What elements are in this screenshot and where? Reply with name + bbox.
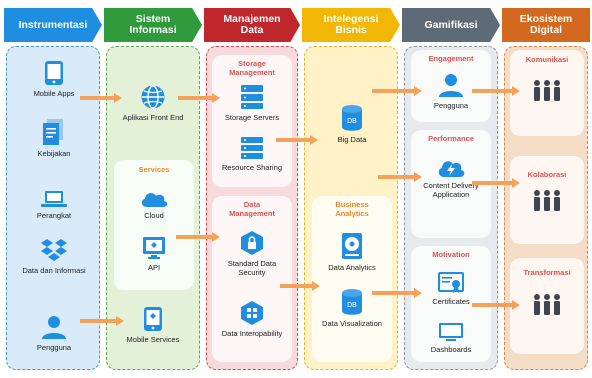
resource-sharing-item: Resource Sharing: [212, 136, 292, 172]
kolaborasi-people: [510, 188, 584, 217]
resource-sharing-icon: [241, 137, 263, 159]
flow-arrow: [178, 93, 220, 103]
server-icon: [241, 85, 263, 109]
flow-arrow: [372, 86, 422, 96]
dropbox-icon: [41, 239, 67, 261]
dashboard-monitor-icon: [439, 323, 463, 341]
services-panel: Services: [114, 160, 194, 290]
mobile-phone-icon: [45, 61, 63, 85]
storage-servers-item: Storage Servers: [212, 84, 292, 122]
performance-title: Performance: [428, 134, 474, 143]
flow-arrow: [80, 93, 122, 103]
header-manajemen-data: Manajemen Data: [204, 8, 300, 42]
data-dan-informasi-label: Data dan Informasi: [22, 266, 86, 275]
perangkat-item: Perangkat: [14, 190, 94, 220]
content-delivery-label: Content Delivery Application: [423, 181, 479, 199]
flow-arrow: [176, 232, 220, 242]
security-hexagon-icon: [241, 231, 263, 255]
pengguna-item-instrumentasi: Pengguna: [14, 314, 94, 352]
services-title: Services: [138, 165, 170, 174]
cloud-item: Cloud: [114, 190, 194, 220]
header-gamifikasi: Gamifikasi: [402, 8, 500, 42]
cloud-icon: [141, 193, 168, 207]
flow-arrow: [378, 172, 422, 182]
api-item: API: [114, 236, 194, 272]
storage-management-title: Storage Management: [229, 59, 275, 77]
flow-arrow: [472, 86, 520, 96]
front-end-item: Aplikasi Front End: [108, 84, 198, 122]
column-body: [6, 46, 100, 370]
header-sistem-informasi: Sistem Informasi: [104, 8, 202, 42]
mobile-apps-item: Mobile Apps: [14, 60, 94, 98]
business-analytics-title: Business Analytics: [335, 200, 369, 218]
interoperability-icon: [241, 301, 263, 325]
flow-arrow: [280, 281, 320, 291]
api-monitor-icon: [143, 237, 165, 259]
content-delivery-item: Content Delivery Application: [411, 158, 491, 199]
certificate-icon: [438, 272, 464, 293]
data-management-panel: Data Management: [212, 196, 292, 362]
certificates-item: Certificates: [411, 272, 491, 306]
data-analytics-item: Data Analytics: [312, 232, 392, 272]
business-analytics-panel: Business Analytics: [312, 196, 392, 362]
column-instrumentasi: Instrumentasi: [4, 8, 102, 370]
flow-arrow: [372, 288, 422, 298]
kolaborasi-title: Kolaborasi: [527, 170, 567, 179]
svg-text:DB: DB: [347, 302, 357, 309]
data-dan-informasi-item: Data dan Informasi: [14, 237, 94, 275]
storage-management-panel: Storage Management: [212, 55, 292, 187]
komunikasi-people: [510, 78, 584, 107]
group-people-icon: [534, 294, 560, 315]
data-visualization-item: DB Data Visualization: [312, 288, 392, 328]
header-instrumentasi: Instrumentasi: [4, 8, 102, 42]
komunikasi-title: Komunikasi: [525, 55, 569, 64]
header-ekosistem-digital: Ekosistem Digital: [502, 8, 590, 42]
mobile-services-item: Mobile Services: [108, 306, 198, 344]
flow-arrow: [472, 300, 520, 310]
cloud-lightning-icon: [438, 161, 465, 177]
svg-text:DB: DB: [347, 118, 357, 125]
standard-data-security-label: Standard Data Security: [227, 259, 277, 277]
globe-icon: [141, 85, 165, 109]
database-icon: DB: [342, 105, 362, 131]
group-people-icon: [534, 190, 560, 211]
big-data-item: DB Big Data: [312, 104, 392, 144]
kebijakan-item: Kebijakan: [14, 118, 94, 158]
data-interoperability-item: Data Interopability: [212, 300, 292, 338]
engagement-title: Engagement: [428, 54, 474, 63]
mobile-services-icon: [144, 307, 162, 331]
dashboards-item: Dashboards: [411, 322, 491, 354]
analytics-disk-icon: [342, 233, 362, 259]
transformasi-title: Transformasi: [523, 268, 571, 277]
motivation-title: Motivation: [432, 250, 470, 259]
laptop-icon: [41, 191, 67, 207]
database-icon: DB: [342, 289, 362, 315]
flow-arrow: [80, 316, 124, 326]
document-icon: [43, 119, 63, 145]
flow-arrow: [472, 178, 520, 188]
user-icon: [42, 316, 66, 339]
group-people-icon: [534, 80, 560, 101]
transformasi-people: [510, 292, 584, 321]
standard-data-security-item: Standard Data Security: [212, 230, 292, 277]
data-management-title: Data Management: [229, 200, 275, 218]
flow-arrow: [276, 135, 318, 145]
user-icon: [439, 74, 463, 97]
pengguna-item-gamifikasi: Pengguna: [411, 72, 491, 110]
header-intelegensi-bisnis: Intelegensi Bisnis: [302, 8, 400, 42]
